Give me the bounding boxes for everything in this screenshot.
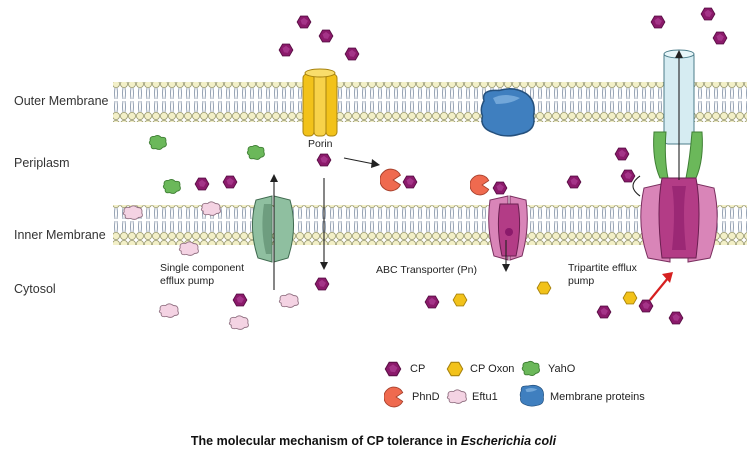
yaho-protein bbox=[148, 134, 167, 150]
caption-organism: Escherichia coli bbox=[460, 434, 557, 448]
label-tripartite-pump: Tripartite efflux pump bbox=[568, 262, 637, 288]
label-abc-transporter: ABC Transporter (Pn) bbox=[376, 264, 477, 276]
arrows bbox=[270, 50, 683, 301]
legend-yaho-label: YahO bbox=[548, 363, 576, 375]
eftu1-protein bbox=[158, 303, 179, 318]
legend-cp-icon bbox=[384, 361, 402, 377]
porin-channel bbox=[302, 68, 338, 137]
caption-prefix: The molecular mechanism of CP tolerance … bbox=[190, 434, 461, 448]
outer-membrane-protein bbox=[480, 88, 535, 137]
eftu1-protein bbox=[228, 315, 249, 330]
legend-membrane-proteins-icon bbox=[519, 384, 544, 407]
legend-eftu1-icon bbox=[446, 389, 467, 404]
eftu1-protein bbox=[200, 201, 221, 216]
label-single-pump-line1: Single component bbox=[160, 262, 245, 274]
tripartite-pump-body bbox=[640, 177, 718, 263]
eftu1-protein bbox=[178, 241, 199, 256]
label-single-pump: Single component efflux pump bbox=[160, 262, 244, 288]
label-periplasm: Periplasm bbox=[14, 156, 70, 170]
outer-membrane bbox=[113, 82, 747, 122]
label-tripartite-line2: pump bbox=[568, 275, 595, 287]
legend-membrane-proteins-label: Membrane proteins bbox=[550, 391, 645, 403]
label-outer-membrane: Outer Membrane bbox=[14, 94, 109, 108]
abc-transporter bbox=[488, 195, 528, 261]
adaptor-protein-left bbox=[653, 131, 669, 179]
label-porin: Porin bbox=[308, 138, 333, 150]
yaho-protein bbox=[246, 144, 265, 160]
label-cytosol: Cytosol bbox=[14, 282, 56, 296]
eftu1-protein bbox=[122, 205, 143, 220]
legend-eftu1-label: Eftu1 bbox=[472, 391, 498, 403]
label-tripartite-line1: Tripartite efflux bbox=[568, 262, 637, 274]
label-inner-membrane: Inner Membrane bbox=[14, 228, 106, 242]
legend-cp-label: CP bbox=[410, 363, 426, 375]
single-component-pump bbox=[252, 195, 294, 263]
legend-phnd-label: PhnD bbox=[412, 391, 440, 403]
phnd-protein bbox=[470, 174, 490, 196]
yaho-protein bbox=[162, 178, 181, 194]
label-single-pump-line2: efflux pump bbox=[160, 275, 215, 287]
eftu1-protein bbox=[278, 293, 299, 308]
phnd-protein bbox=[380, 168, 401, 192]
figure-caption: The molecular mechanism of CP tolerance … bbox=[0, 434, 747, 448]
legend-cp-oxon-icon bbox=[446, 361, 464, 377]
legend-yaho-icon bbox=[521, 360, 541, 377]
legend-phnd-icon bbox=[384, 386, 404, 408]
legend-cp-oxon-label: CP Oxon bbox=[470, 363, 515, 375]
